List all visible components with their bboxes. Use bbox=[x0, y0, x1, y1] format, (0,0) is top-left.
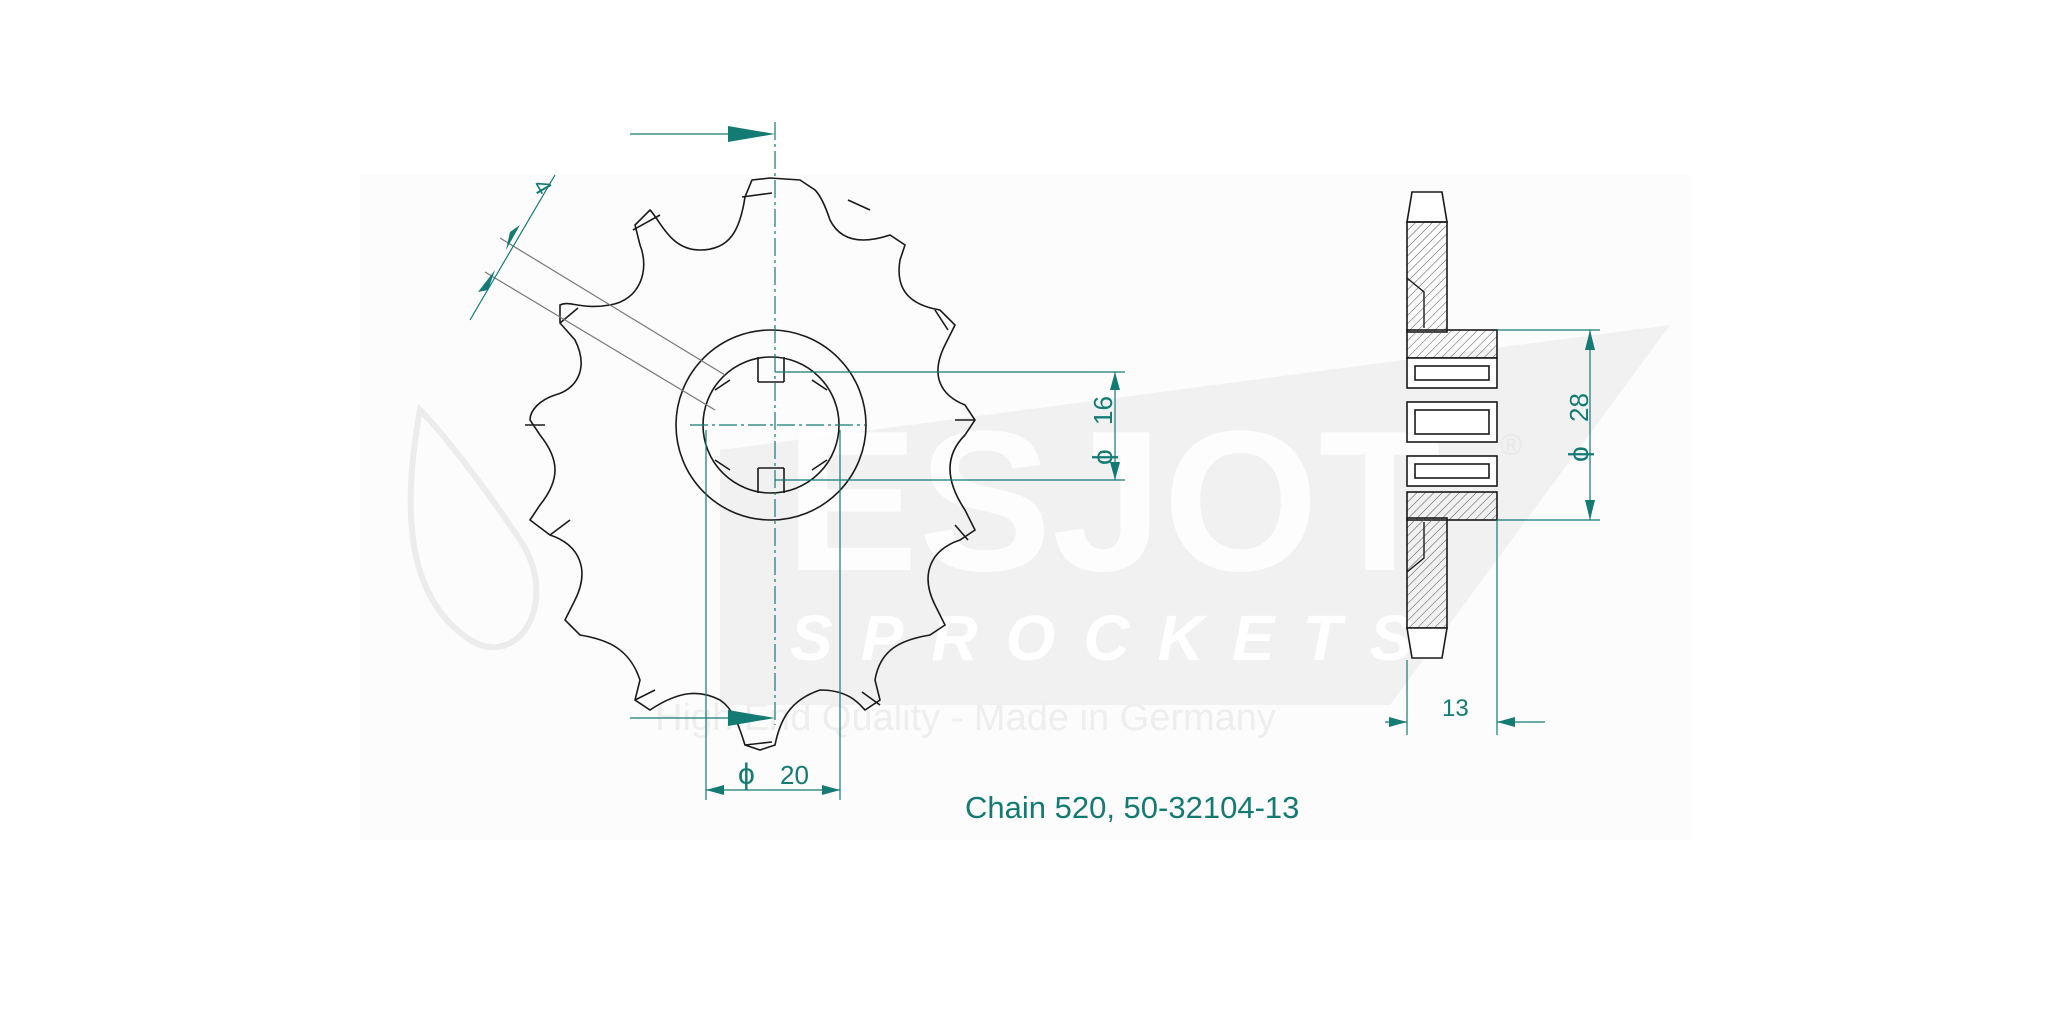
hub-outer-diameter-symbol: ϕ bbox=[1563, 446, 1594, 462]
hub-diameter-label: 20 bbox=[780, 760, 809, 790]
svg-text:ESJOT: ESJOT bbox=[785, 390, 1441, 613]
sprocket-front-view bbox=[525, 177, 977, 751]
svg-text:SPROCKETS: SPROCKETS bbox=[790, 602, 1440, 674]
hub-outer-diameter-label: 28 bbox=[1564, 393, 1594, 422]
side-dimension-lines bbox=[1385, 329, 1600, 735]
side-dimension-texts: ϕ 28 13 bbox=[1442, 393, 1594, 722]
bore-diameter-symbol: ϕ bbox=[1087, 449, 1118, 465]
hub-diameter-symbol: ϕ bbox=[738, 758, 755, 791]
width-label: 13 bbox=[1442, 695, 1469, 722]
front-dimension-lines bbox=[469, 122, 1125, 800]
svg-text:®: ® bbox=[1500, 429, 1522, 462]
part-caption: Chain 520, 50-32104-13 bbox=[965, 790, 1300, 825]
sprocket-side-view bbox=[1406, 191, 1498, 659]
bore-diameter-label: 16 bbox=[1088, 396, 1118, 425]
tooth-width-label: 4 bbox=[527, 175, 557, 200]
